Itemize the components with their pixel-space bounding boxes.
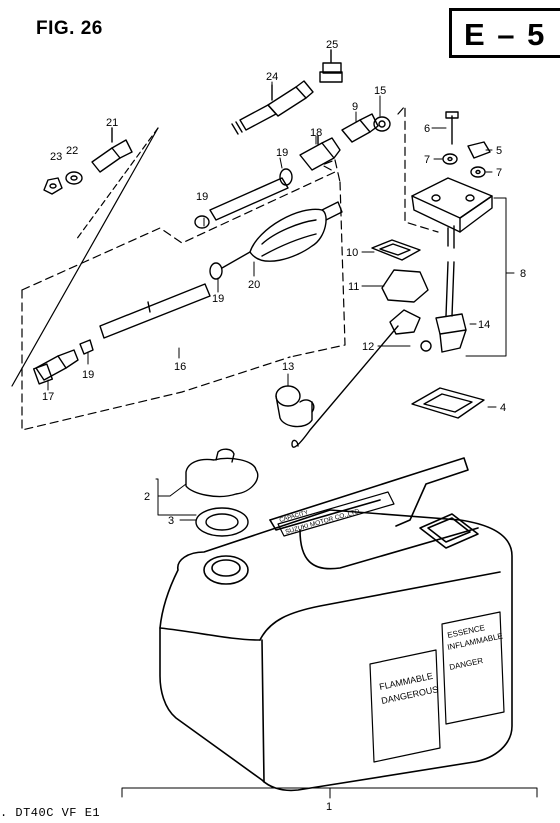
label-16: 16 (174, 361, 186, 373)
part-22-washer (65, 171, 83, 185)
section-code-box: E – 5 (449, 8, 560, 58)
part-19-clamps (79, 168, 293, 355)
part-13-float (275, 385, 315, 428)
part-21-fitting (91, 127, 133, 173)
fuel-tank-body (159, 457, 513, 792)
part-20-primer-bulb (221, 201, 343, 269)
part-18-connector (299, 135, 341, 171)
label-7-right: 7 (496, 167, 502, 179)
label-7-left: 7 (424, 154, 430, 166)
decal-text-danger: DANGER (449, 656, 485, 672)
label-13: 13 (282, 361, 294, 373)
part-4-gasket (411, 387, 485, 419)
label-10: 10 (346, 247, 358, 259)
part-15-washer (373, 116, 391, 132)
part-23-nut (43, 177, 63, 195)
label-19-mid: 19 (212, 293, 224, 305)
label-3: 3 (168, 515, 174, 527)
label-1: 1 (326, 801, 332, 813)
part-16-hose (99, 177, 289, 339)
label-2: 2 (144, 491, 150, 503)
handle-decal (277, 491, 395, 537)
label-25: 25 (326, 39, 338, 51)
part-12-clip (389, 309, 432, 352)
model-line: . DT40C VF E1 (0, 806, 101, 820)
label-21: 21 (106, 117, 118, 129)
label-23: 23 (50, 151, 62, 163)
part-2-filler-cap (185, 448, 259, 498)
tank-decal-right (441, 611, 505, 725)
part-5-cap (467, 141, 491, 159)
callout-numbers: 25 24 9 15 21 22 23 18 19 19 19 19 20 16… (42, 39, 526, 813)
callout-leaders (47, 49, 538, 799)
float-arm-wire (291, 325, 399, 448)
tank-unit-bracket (397, 105, 439, 233)
label-20: 20 (248, 279, 260, 291)
label-15: 15 (374, 85, 386, 97)
label-22: 22 (66, 145, 78, 157)
label-8: 8 (520, 268, 526, 280)
label-18: 18 (310, 127, 322, 139)
part-6-screw (445, 111, 459, 145)
part-11-cap (381, 269, 429, 303)
label-17: 17 (42, 391, 54, 403)
label-6: 6 (424, 123, 430, 135)
hose-kit-boundary (21, 159, 346, 431)
label-5: 5 (496, 145, 502, 157)
label-9: 9 (352, 101, 358, 113)
part-7-washers (442, 153, 486, 178)
section-code: E – 5 (464, 17, 547, 52)
label-14: 14 (478, 319, 490, 331)
part-9-connector (341, 113, 379, 143)
label-24: 24 (266, 71, 278, 83)
label-11: 11 (348, 281, 359, 293)
part-3-gasket (195, 507, 249, 537)
label-4: 4 (500, 402, 506, 414)
part-10-gasket (371, 239, 421, 261)
label-19-low: 19 (82, 369, 94, 381)
part-17-fitting (32, 349, 79, 385)
fitting-leader-lines (11, 127, 159, 387)
figure-title: FIG. 26 (36, 18, 103, 39)
label-12: 12 (362, 341, 374, 353)
label-19-top: 19 (276, 147, 288, 159)
part-8-tank-unit (411, 177, 493, 353)
tank-decal-left (369, 649, 441, 763)
part-24-connector (231, 80, 314, 135)
label-19-left: 19 (196, 191, 208, 203)
